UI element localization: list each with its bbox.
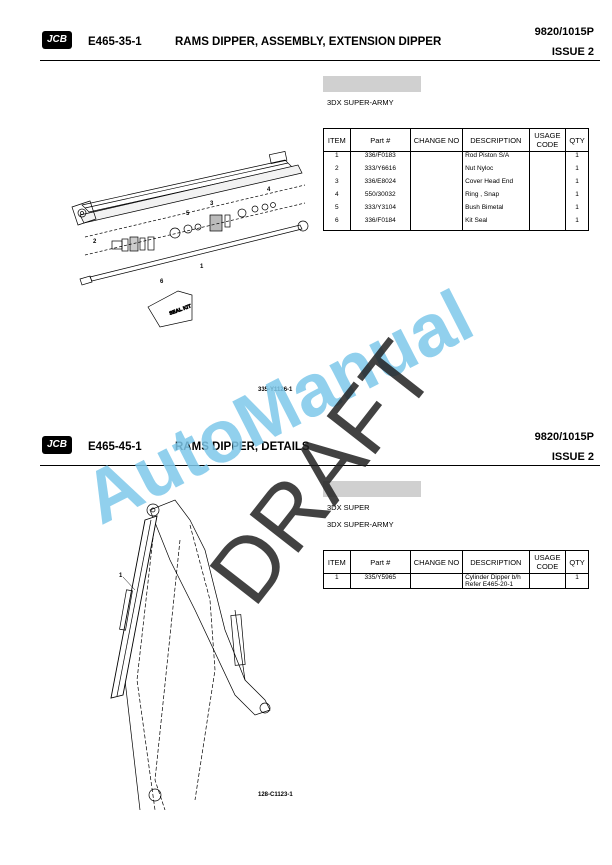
figure-ref: 335-Y1126-1	[258, 387, 293, 393]
model-bar	[323, 76, 421, 92]
col-change: CHANGE NO	[409, 128, 464, 152]
col-item: ITEM	[323, 128, 351, 152]
callout-4: 4	[267, 187, 271, 193]
col-qty: QTY	[565, 550, 589, 574]
callout-2: 2	[93, 239, 97, 245]
cell-usage	[528, 217, 567, 231]
page-code: E465-35-1	[88, 36, 142, 48]
col-item: ITEM	[323, 550, 351, 574]
col-qty: QTY	[565, 128, 589, 152]
col-part: Part #	[349, 550, 411, 574]
callout-5: 5	[186, 211, 190, 217]
page-code-2: E465-45-1	[88, 441, 142, 453]
page-title: RAMS DIPPER, ASSEMBLY, EXTENSION DIPPER	[175, 36, 442, 48]
jcb-logo: JCB	[42, 31, 72, 49]
callout-6: 6	[160, 279, 164, 285]
col-usage: USAGE CODE	[528, 128, 567, 152]
cell-item: 1	[323, 151, 351, 165]
header-divider-2	[40, 465, 600, 466]
cell-change	[409, 573, 464, 589]
cell-description: Rod Piston S/A	[462, 151, 530, 165]
parts-table-2: ITEM Part # CHANGE NO DESCRIPTION USAGE …	[323, 550, 589, 589]
cell-part: 333/Y6616	[349, 165, 411, 178]
cell-item: 2	[323, 165, 351, 178]
cell-description: Kit Seal	[462, 217, 530, 231]
callout-3: 3	[210, 201, 214, 207]
cell-change	[409, 217, 464, 231]
model-label-army: 3DX SUPER-ARMY	[327, 520, 394, 529]
cell-item: 5	[323, 204, 351, 217]
col-change: CHANGE NO	[409, 550, 464, 574]
cell-item: 3	[323, 178, 351, 191]
cell-qty: 1	[565, 204, 589, 217]
cell-item: 1	[323, 573, 351, 589]
cell-item: 4	[323, 191, 351, 204]
cell-item: 6	[323, 217, 351, 231]
table-header-row: ITEM Part # CHANGE NO DESCRIPTION USAGE …	[323, 128, 589, 152]
cell-qty: 1	[565, 151, 589, 165]
cell-part: 336/E8024	[349, 178, 411, 191]
header-divider	[40, 60, 600, 61]
cell-change	[409, 204, 464, 217]
cell-change	[409, 191, 464, 204]
cell-description: Nut Nyloc	[462, 165, 530, 178]
cell-part: 550/30032	[349, 191, 411, 204]
cell-change	[409, 151, 464, 165]
figure-ref-2: 128-C1123-1	[258, 792, 293, 798]
model-label-super: 3DX SUPER	[327, 503, 370, 512]
parts-table: ITEM Part # CHANGE NO DESCRIPTION USAGE …	[323, 128, 589, 231]
col-part: Part #	[349, 128, 411, 152]
model-label: 3DX SUPER-ARMY	[327, 98, 394, 107]
cell-description: Ring , Snap	[462, 191, 530, 204]
cell-usage	[528, 573, 567, 589]
cell-usage	[528, 178, 567, 191]
cell-qty: 1	[565, 191, 589, 204]
issue-label: ISSUE 2	[551, 46, 594, 58]
issue-label-2: ISSUE 2	[551, 451, 594, 463]
cell-qty: 1	[565, 178, 589, 191]
cell-description: Bush Bimetal	[462, 204, 530, 217]
cell-part: 333/Y3104	[349, 204, 411, 217]
page-title-2: RAMS DIPPER, DETAILS	[175, 441, 310, 453]
cell-change	[409, 178, 464, 191]
callout-1-details: 1	[119, 573, 123, 579]
cell-usage	[528, 204, 567, 217]
dipper-arm-diagram: 1	[110, 499, 271, 810]
ram-assembly-diagram: SEAL KIT 2 1 3 4 5 6	[71, 151, 309, 328]
cell-description: Cover Head End	[462, 178, 530, 191]
cell-qty: 1	[565, 217, 589, 231]
cell-usage	[528, 191, 567, 204]
description-line: Cylinder Dipper b/h	[465, 574, 521, 581]
cell-usage	[528, 151, 567, 165]
col-description: DESCRIPTION	[462, 550, 530, 574]
cell-part: 336/F0183	[349, 151, 411, 165]
jcb-logo-2: JCB	[42, 436, 72, 454]
document-ref-2: 9820/1015P	[534, 431, 594, 443]
cell-change	[409, 165, 464, 178]
col-usage: USAGE CODE	[528, 550, 567, 574]
model-bar-2	[323, 481, 421, 497]
cell-qty: 1	[565, 165, 589, 178]
cell-usage	[528, 165, 567, 178]
cell-part: 335/Y5965	[349, 573, 411, 589]
table-header-row: ITEM Part # CHANGE NO DESCRIPTION USAGE …	[323, 550, 589, 574]
document-ref: 9820/1015P	[534, 26, 594, 38]
description-refer: Refer E465-20-1	[465, 581, 514, 588]
callout-1: 1	[200, 264, 204, 270]
cell-qty: 1	[565, 573, 589, 589]
col-description: DESCRIPTION	[462, 128, 530, 152]
cell-part: 336/F0184	[349, 217, 411, 231]
